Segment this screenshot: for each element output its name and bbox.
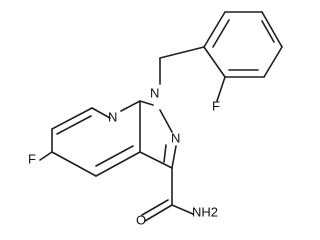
amide-group-label: NH2: [192, 204, 218, 219]
bond-n-c3: [120, 100, 141, 112]
bond-c2-n: [91, 107, 111, 119]
bond-n1-n2: [159, 109, 173, 133]
bond-aryl-fluorine: [216, 76, 226, 102]
aryl-bond-3: [261, 11, 283, 48]
aryl-fluorine-label: F: [212, 98, 220, 113]
bond-carbonyl-amide: [171, 204, 194, 215]
aryl-double-bond-2: [261, 20, 275, 43]
ring-n2-label: N: [171, 130, 180, 145]
bond-ch2-aryl: [159, 46, 205, 59]
bond-c5-c1: [51, 151, 97, 177]
bond-c3-n1: [139, 100, 154, 106]
double-bond-pyridine-1: [56, 115, 92, 135]
bond-n2-c6: [171, 145, 177, 169]
atom-labels: N N N F F O NH2: [28, 85, 220, 227]
aryl-bond-6: [203, 46, 226, 78]
bond-carbonyl-o: [144, 204, 173, 222]
aryl-bond-1: [203, 11, 226, 48]
double-bond-carbonyl: [141, 199, 169, 216]
aryl-bond-4: [263, 46, 283, 78]
molecule-structure: N N N F F O NH2: [28, 11, 283, 227]
bond-c6-c4: [139, 151, 173, 169]
ring-fluorine-label: F: [28, 151, 36, 166]
double-bond-pyrazole: [163, 144, 167, 163]
bond-c-ring-fluorine: [39, 151, 53, 161]
bond-c4-c5: [95, 151, 141, 177]
double-bond-pyridine-2: [95, 145, 134, 167]
ring-n1-label: N: [150, 85, 159, 100]
bond-c1-c2: [51, 107, 93, 130]
bond-lines: [39, 11, 283, 222]
pyridine-n-label: N: [108, 109, 117, 124]
carbonyl-oxygen-label: O: [136, 212, 146, 227]
aryl-double-bond-1: [212, 19, 230, 48]
